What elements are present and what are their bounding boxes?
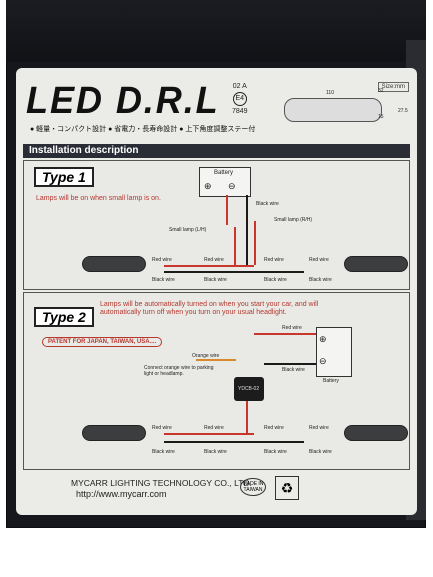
small-lamp-lh-label: Small lamp (L/H) xyxy=(169,227,207,233)
orange-wire xyxy=(196,359,236,361)
minus-icon: ⊖ xyxy=(319,356,327,366)
type2-black-wire-label-top: Black wire xyxy=(282,367,305,373)
type2-black-wire-label-right: Black wire xyxy=(264,449,287,455)
type2-red-wire-label-left: Red wire xyxy=(152,425,172,431)
dimension-height: 32 xyxy=(378,88,384,94)
type1-note: Lamps will be on when small lamp is on. xyxy=(36,195,161,202)
type1-black-wire-label: Black wire xyxy=(256,201,279,207)
label-card: LED D.R.L 02 A E4 7849 Size:mm 110 32 15… xyxy=(16,68,417,515)
plus-icon: ⊕ xyxy=(204,181,212,191)
recycle-icon: ♻ xyxy=(275,476,299,500)
size-label: Size:mm xyxy=(377,82,409,92)
type2-red-wire-bus xyxy=(164,433,254,435)
type2-left-lamp xyxy=(82,425,146,441)
type2-label: Type 2 xyxy=(34,307,94,327)
dimension-depth: 15 xyxy=(378,114,384,120)
battery-label: Battery xyxy=(214,170,234,176)
cert-number-bottom: 7849 xyxy=(232,108,248,115)
red-wire-battery xyxy=(226,195,228,225)
company-name: MYCARR LIGHTING TECHNOLOGY CO., LTD. xyxy=(71,478,252,488)
red-wire-bus xyxy=(164,265,254,267)
type2-black-wire-bus xyxy=(164,441,304,443)
type1-black-wire-label-right: Black wire xyxy=(264,277,287,283)
connect-note: Connect orange wire to parking light or … xyxy=(144,365,214,377)
emark-icon: E4 xyxy=(232,92,247,106)
feature-list: ● 軽量・コンパクト設計 ● 省電力・長寿命設計 ● 上下角度調整ステー付 xyxy=(30,126,256,133)
installation-heading: Installation description xyxy=(23,144,410,158)
lamp-dimension-drawing xyxy=(284,98,382,122)
orange-wire-label: Orange wire xyxy=(192,353,220,359)
type2-note: Lamps will be automatically turned on wh… xyxy=(100,301,319,316)
type1-red-wire-label-mid: Red wire xyxy=(204,257,224,263)
type1-battery: Battery ⊕ ⊖ xyxy=(199,167,251,197)
type2-red-wire-top xyxy=(254,333,316,335)
type1-red-wire-label-far: Red wire xyxy=(309,257,329,263)
type2-battery: ⊕ ⊖ Battery xyxy=(316,327,352,384)
box-top-flap xyxy=(6,0,426,62)
made-in-badge: MADE IN TAIWAN xyxy=(240,478,266,496)
controller-unit: YDCB-02 xyxy=(234,377,264,401)
dimension-side: 27.5 xyxy=(398,108,408,114)
black-wire-main xyxy=(246,195,248,265)
type2-red-wire-label-right: Red wire xyxy=(264,425,284,431)
type1-panel: Type 1 Lamps will be on when small lamp … xyxy=(23,160,410,290)
type2-panel: Type 2 Lamps will be automatically turne… xyxy=(23,292,410,470)
cert-number-top: 02 A xyxy=(232,83,247,90)
company-url: http://www.mycarr.com xyxy=(76,489,167,499)
product-box: LED D.R.L 02 A E4 7849 Size:mm 110 32 15… xyxy=(6,0,426,528)
type2-black-wire-label-left: Black wire xyxy=(152,449,175,455)
type1-black-wire-label-left: Black wire xyxy=(152,277,175,283)
plus-icon: ⊕ xyxy=(319,334,327,344)
minus-icon: ⊖ xyxy=(228,181,236,191)
type2-red-wire-label-top: Red wire xyxy=(282,325,302,331)
red-wire-left xyxy=(234,227,236,265)
type2-black-wire-top xyxy=(264,363,316,365)
controller-label: YDCB-02 xyxy=(238,386,260,392)
type2-red-wire-label-far: Red wire xyxy=(309,425,329,431)
certification-mark: 02 A E4 7849 xyxy=(232,82,248,116)
type1-black-wire-label-mid: Black wire xyxy=(204,277,227,283)
type2-red-wire-down xyxy=(246,401,248,435)
black-wire-bus xyxy=(164,271,304,273)
type2-black-wire-label-far: Black wire xyxy=(309,449,332,455)
brand-title: LED D.R.L xyxy=(26,80,220,122)
type2-right-lamp xyxy=(344,425,408,441)
small-lamp-rh-label: Small lamp (R/H) xyxy=(274,217,313,223)
red-wire-right xyxy=(254,221,256,265)
type2-battery-label: Battery xyxy=(323,378,339,384)
type2-black-wire-label-mid: Black wire xyxy=(204,449,227,455)
dimension-width: 110 xyxy=(326,90,334,96)
type1-red-wire-label-right: Red wire xyxy=(264,257,284,263)
right-lamp xyxy=(344,256,408,272)
type1-black-wire-label-far: Black wire xyxy=(309,277,332,283)
patent-badge: PATENT FOR JAPAN, TAIWAN, USA.... xyxy=(42,337,163,347)
type2-red-wire-label-mid: Red wire xyxy=(204,425,224,431)
type1-red-wire-label-left: Red wire xyxy=(152,257,172,263)
type1-label: Type 1 xyxy=(34,167,94,187)
left-lamp xyxy=(82,256,146,272)
